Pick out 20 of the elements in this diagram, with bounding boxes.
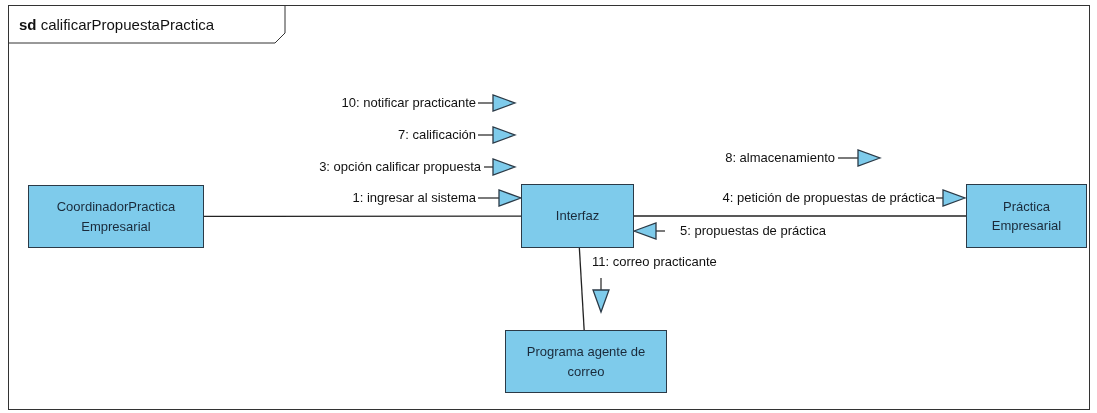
object-box — [505, 330, 667, 393]
message-label: 1: ingresar al sistema — [351, 190, 476, 205]
object-name: Práctica Empresarial — [990, 197, 1063, 235]
object-name: Interfaz — [554, 207, 601, 226]
message-label: 11: correo practicante — [592, 254, 718, 269]
object-name: Programa agente de correo — [525, 343, 647, 381]
diagram-title: sd calificarPropuestaPractica — [19, 16, 215, 33]
message-label: 4: petición de propuestas de práctica — [721, 190, 935, 205]
object-box — [521, 184, 634, 248]
message-label: 5: propuestas de práctica — [680, 223, 827, 238]
link-line — [203, 215, 522, 218]
message-label: 7: calificación — [396, 127, 476, 142]
link-line — [633, 215, 967, 217]
message-label: 8: almacenamiento — [724, 150, 835, 165]
message-label: 3: opción calificar propuesta — [318, 159, 481, 174]
link-line — [578, 247, 585, 331]
object-box — [966, 184, 1087, 248]
object-box — [28, 185, 204, 248]
object-name: CoordinadorPractica Empresarial — [55, 198, 177, 236]
message-label: 10: notificar practicante — [340, 95, 476, 110]
